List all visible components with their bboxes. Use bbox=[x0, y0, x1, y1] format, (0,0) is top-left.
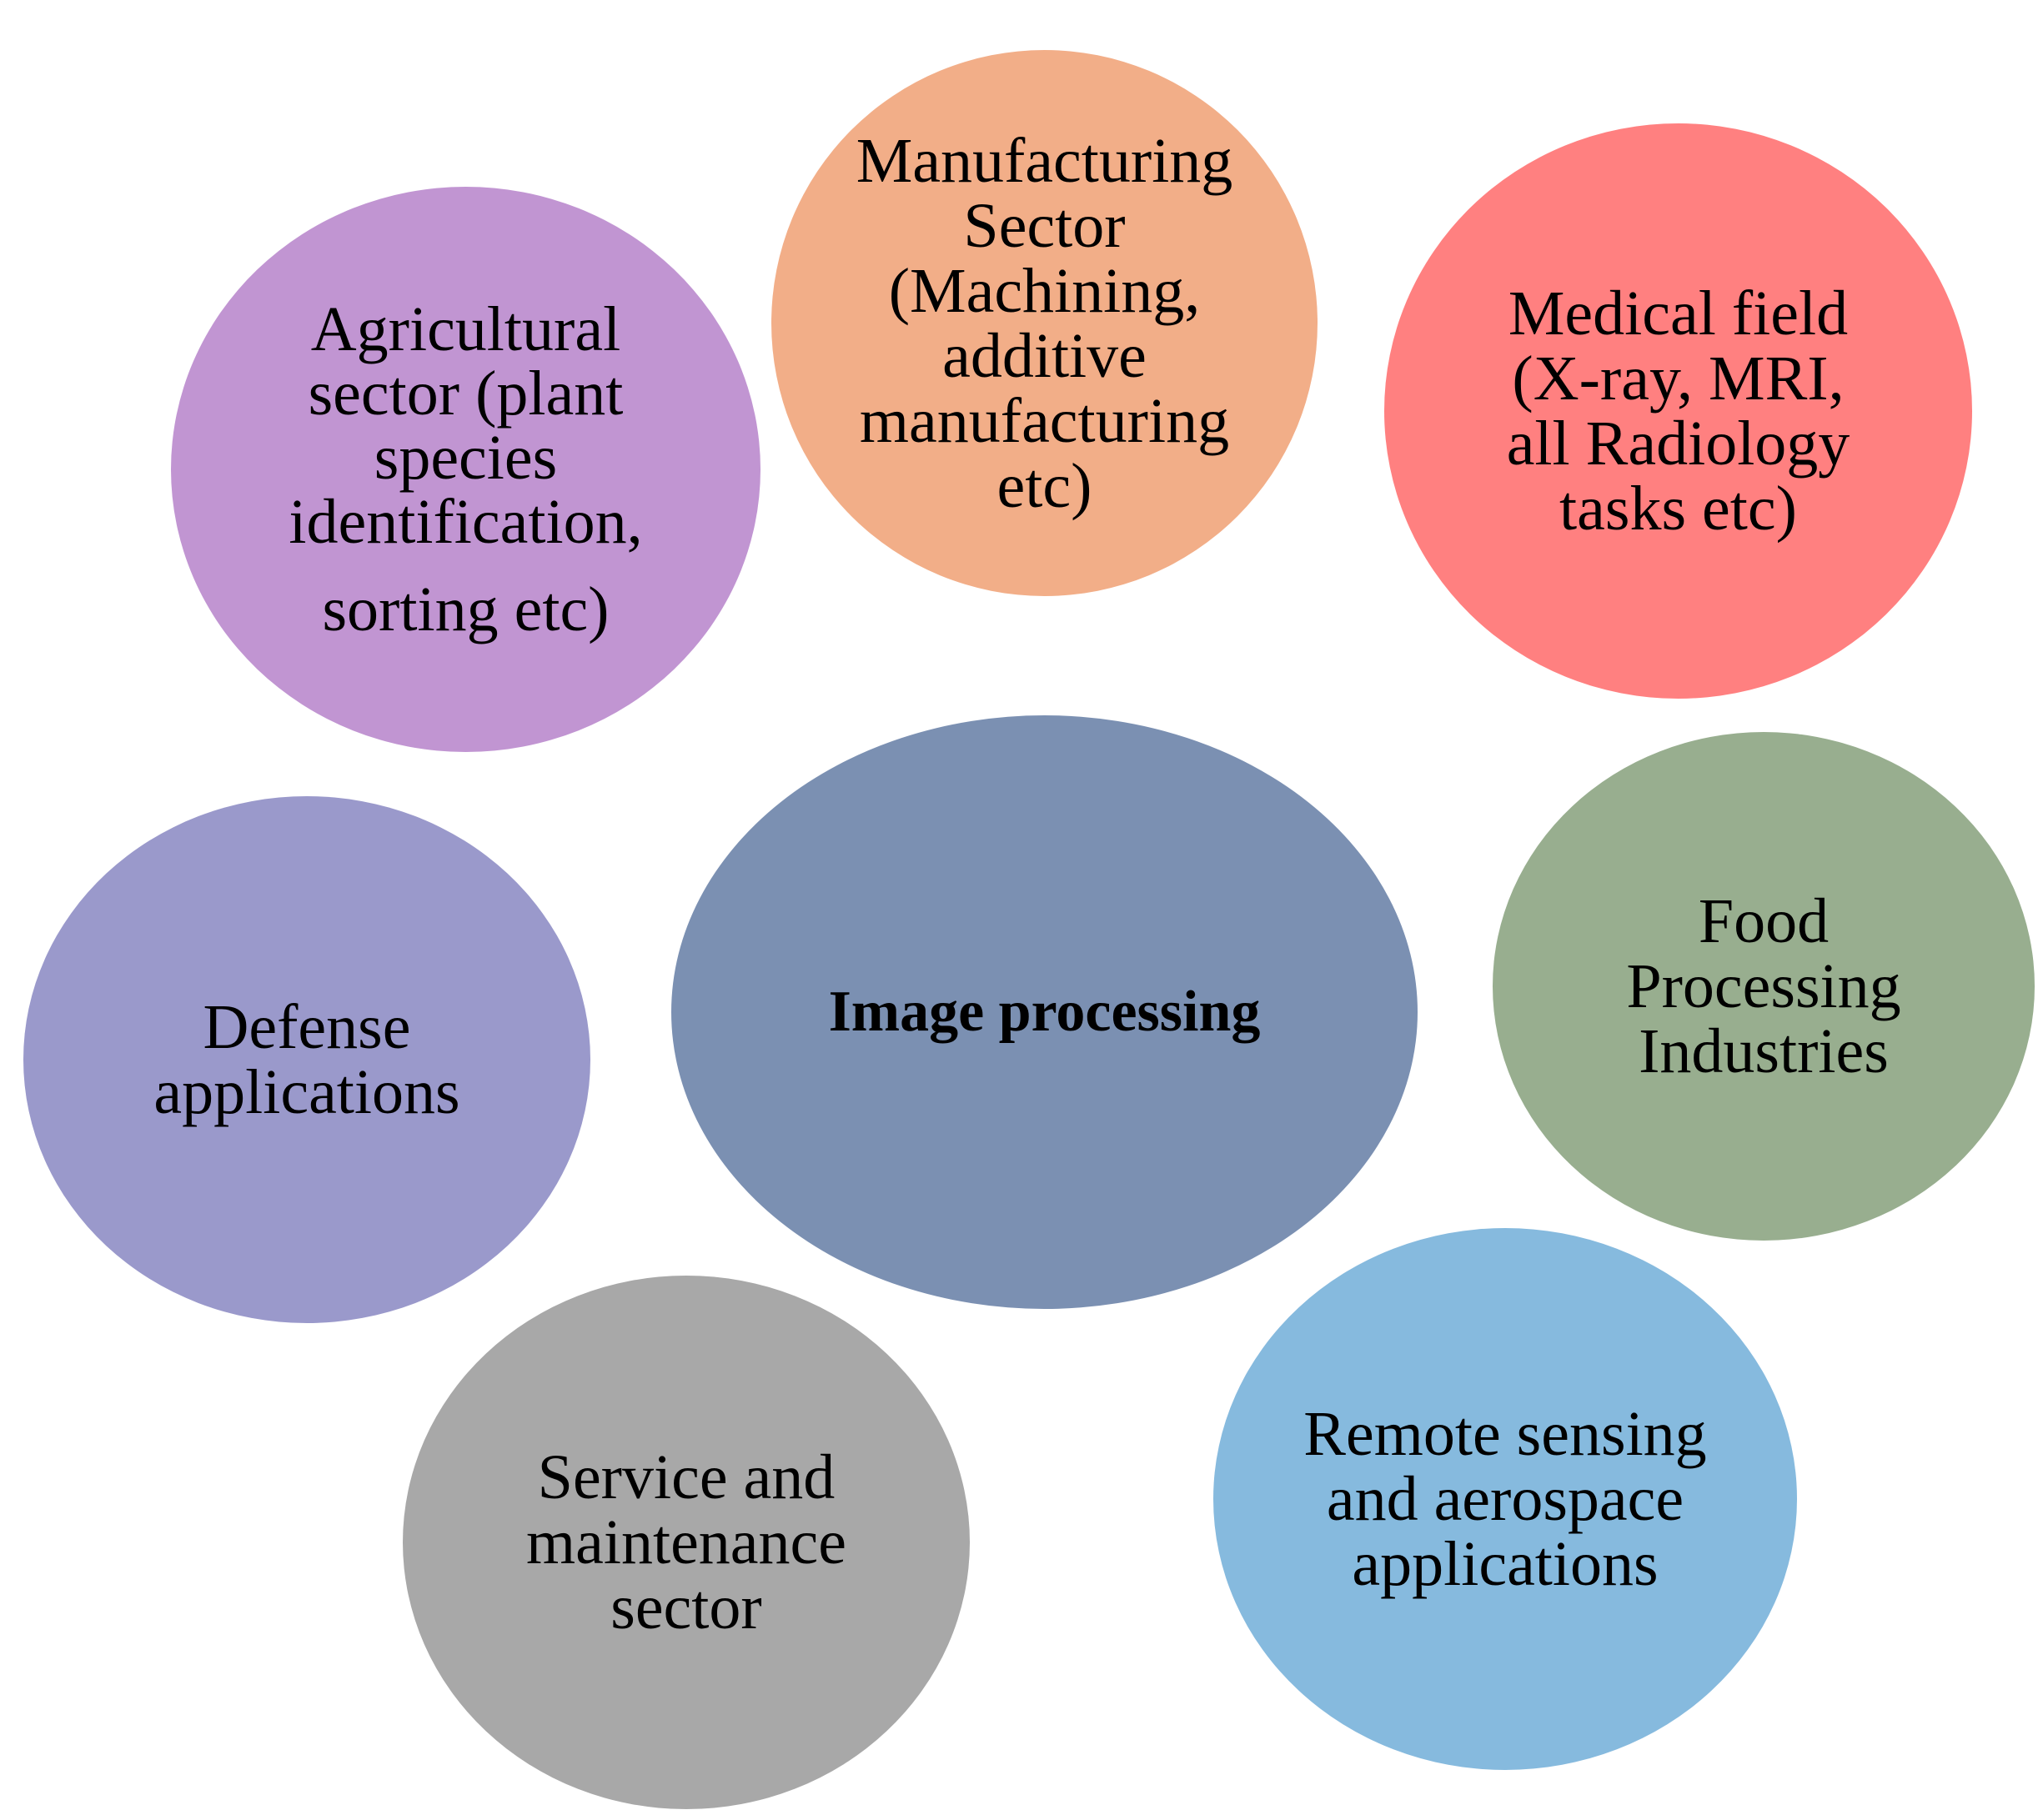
service-maintenance-label: Service and maintenance sector bbox=[525, 1442, 846, 1642]
food-processing-bubble: Food Processing Industries bbox=[1493, 732, 2035, 1241]
defense-applications-bubble: Defense applications bbox=[23, 796, 590, 1323]
image-processing-center-bubble: Image processing bbox=[671, 715, 1418, 1309]
agricultural-sector-bubble: Agricultural sector (plant species ident… bbox=[171, 187, 760, 752]
image-processing-label: Image processing bbox=[828, 980, 1261, 1044]
medical-field-bubble: Medical field (X-ray, MRI, all Radiology… bbox=[1384, 123, 1972, 699]
service-maintenance-bubble: Service and maintenance sector bbox=[403, 1276, 970, 1809]
agricultural-sector-label: Agricultural sector (plant species ident… bbox=[289, 233, 642, 706]
manufacturing-sector-label: Manufacturing Sector (Machining, additiv… bbox=[856, 125, 1233, 521]
medical-field-label: Medical field (X-ray, MRI, all Radiology… bbox=[1506, 278, 1850, 544]
agricultural-sector-label-last: sorting etc) bbox=[322, 574, 610, 644]
manufacturing-sector-bubble: Manufacturing Sector (Machining, additiv… bbox=[771, 50, 1318, 596]
food-processing-label: Food Processing Industries bbox=[1626, 886, 1901, 1086]
agricultural-sector-label-main: Agricultural sector (plant species ident… bbox=[289, 293, 643, 557]
remote-sensing-label: Remote sensing and aerospace application… bbox=[1303, 1399, 1707, 1599]
remote-sensing-bubble: Remote sensing and aerospace application… bbox=[1213, 1228, 1797, 1770]
defense-applications-label: Defense applications bbox=[153, 992, 460, 1127]
